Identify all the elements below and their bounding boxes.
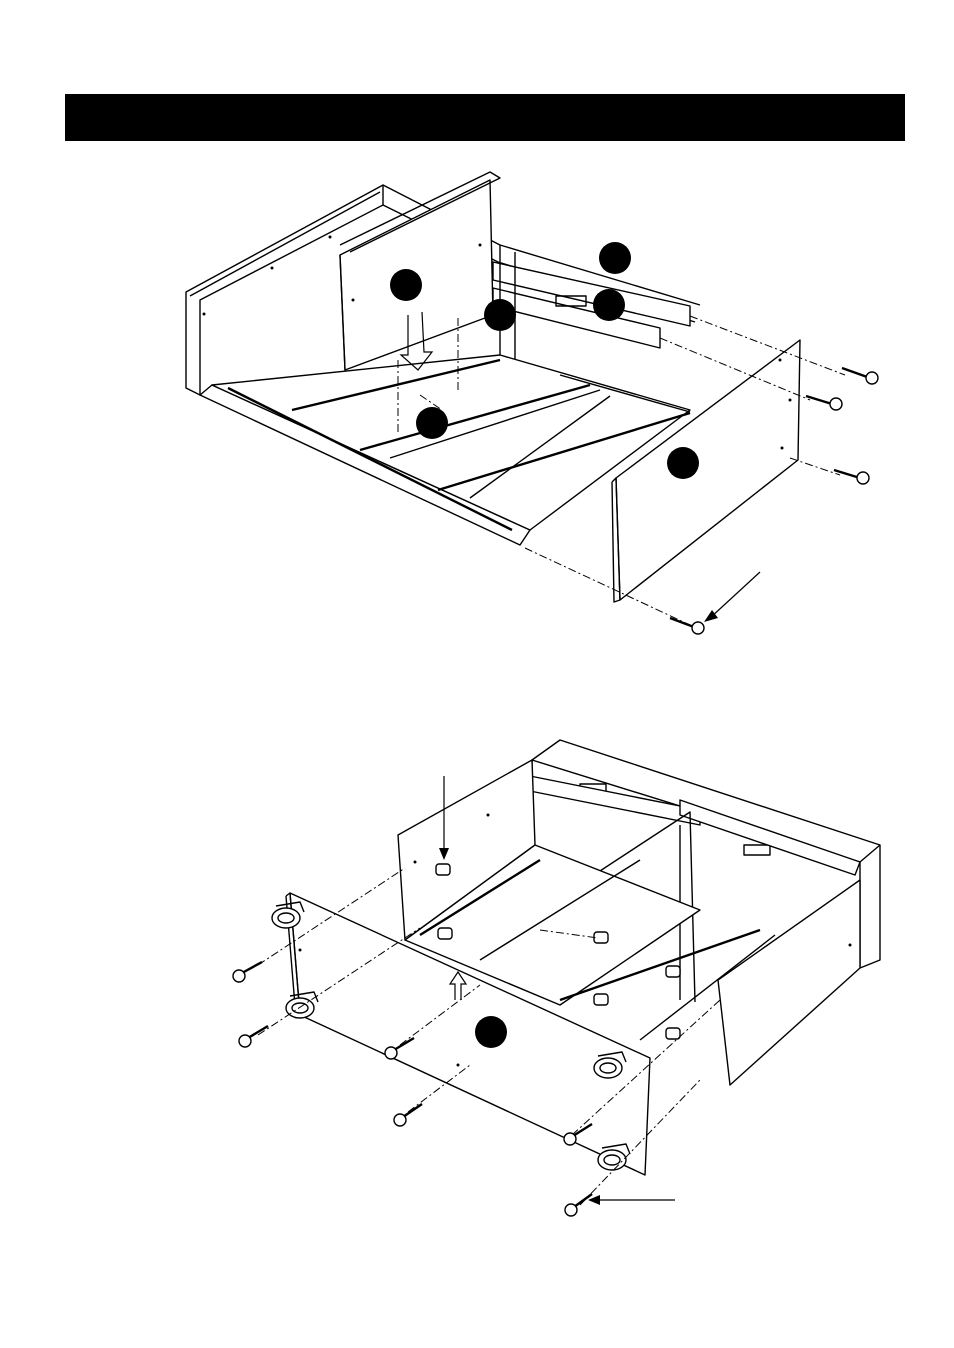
bracket-icon [744, 845, 770, 855]
cam-lock-icon [436, 864, 450, 875]
cam-lock-icon [594, 994, 608, 1005]
screw-icon [806, 396, 842, 410]
cam-lock-icon [666, 966, 680, 977]
step-2-diagram [233, 740, 880, 1216]
part-marker [593, 289, 625, 321]
cam-lock-icon [666, 1028, 680, 1039]
pointer-arrow [588, 1195, 675, 1205]
step-1-diagram [186, 172, 878, 634]
cam-lock-icon [438, 928, 452, 939]
part-marker [484, 299, 516, 331]
screw-icon [834, 470, 869, 484]
part-marker [390, 269, 422, 301]
screw-icon [233, 962, 262, 982]
part-marker [475, 1016, 507, 1048]
part-marker [599, 242, 631, 274]
screw-icon [842, 368, 878, 384]
screw-icon [670, 618, 704, 634]
right-front-panel [718, 880, 860, 1085]
part-marker [416, 407, 448, 439]
cam-lock-icon [594, 932, 608, 943]
screw-icon [239, 1026, 268, 1047]
screw-icon [394, 1104, 422, 1126]
base-frame [200, 355, 690, 545]
part-marker [667, 447, 699, 479]
screw-icon [565, 1194, 592, 1216]
right-side-panel [612, 340, 800, 602]
pointer-arrow [704, 572, 760, 622]
